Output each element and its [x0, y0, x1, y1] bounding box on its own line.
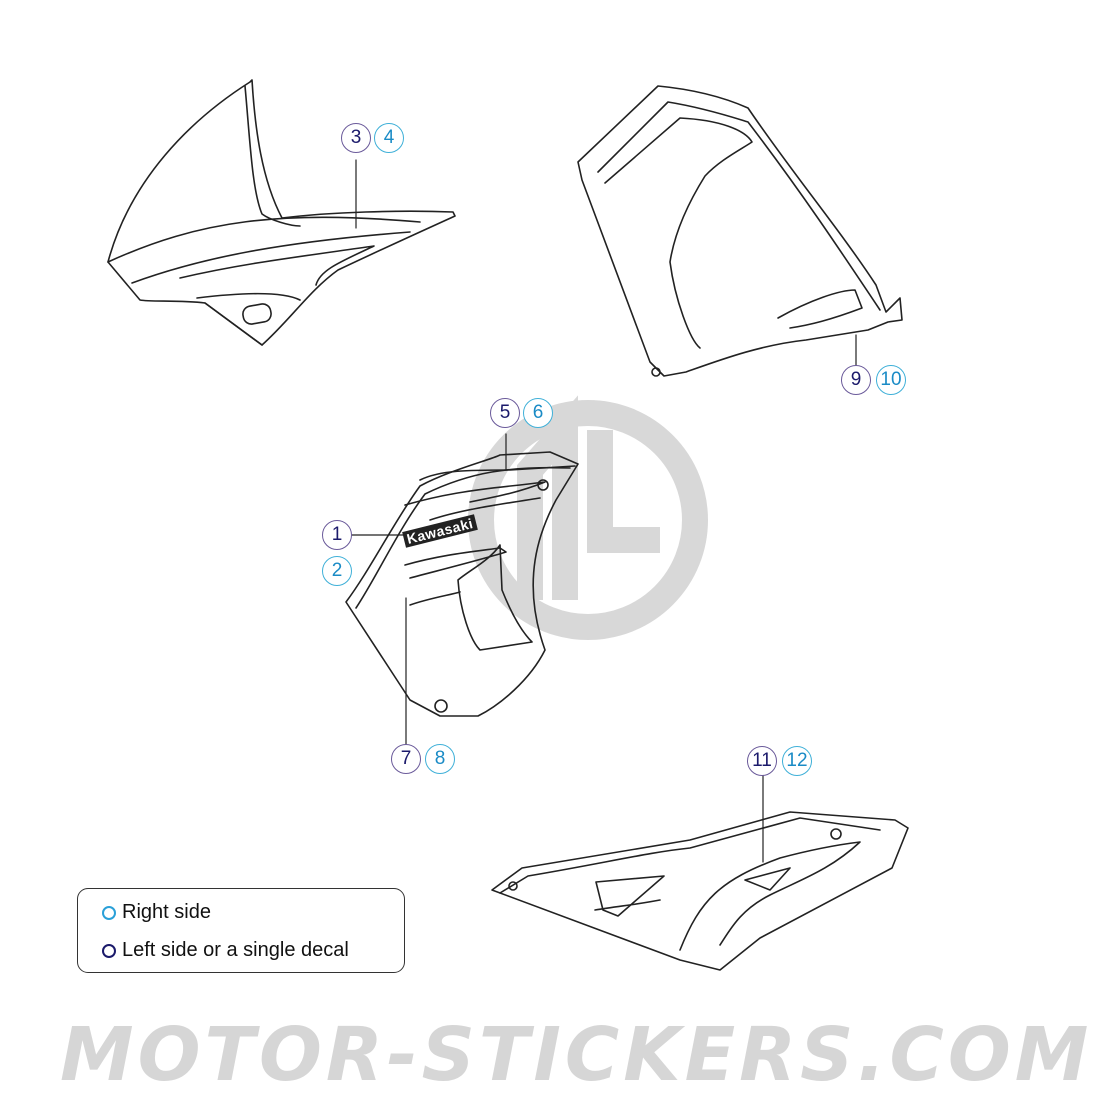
- site-watermark: MOTOR-STICKERS.COM: [60, 1012, 1093, 1098]
- callout-3[interactable]: 3: [341, 123, 371, 153]
- left-side-circle-icon: [102, 943, 116, 958]
- side-cover-lower-part: [491, 774, 909, 971]
- legend-left-side: Left side or a single decal: [102, 939, 349, 962]
- callout-9[interactable]: 9: [841, 365, 871, 395]
- callout-7[interactable]: 7: [391, 744, 421, 774]
- side-fairing-rear-part: [577, 85, 903, 377]
- callout-12[interactable]: 12: [782, 746, 812, 776]
- legend-right-side: Right side: [102, 901, 211, 924]
- callout-1[interactable]: 1: [322, 520, 352, 550]
- radiator-shroud-part: [345, 433, 579, 745]
- right-side-circle-icon: [102, 905, 116, 920]
- legend-box: Right side Left side or a single decal: [77, 888, 405, 973]
- callout-6[interactable]: 6: [523, 398, 553, 428]
- front-fairing-part: [107, 79, 456, 346]
- callout-10[interactable]: 10: [876, 365, 906, 395]
- callout-11[interactable]: 11: [747, 746, 777, 776]
- callout-2[interactable]: 2: [322, 556, 352, 586]
- legend-right-label: Right side: [122, 901, 211, 923]
- callout-4[interactable]: 4: [374, 123, 404, 153]
- legend-left-label: Left side or a single decal: [122, 939, 349, 961]
- callout-8[interactable]: 8: [425, 744, 455, 774]
- callout-5[interactable]: 5: [490, 398, 520, 428]
- ms-logo-watermark-icon: [468, 395, 708, 640]
